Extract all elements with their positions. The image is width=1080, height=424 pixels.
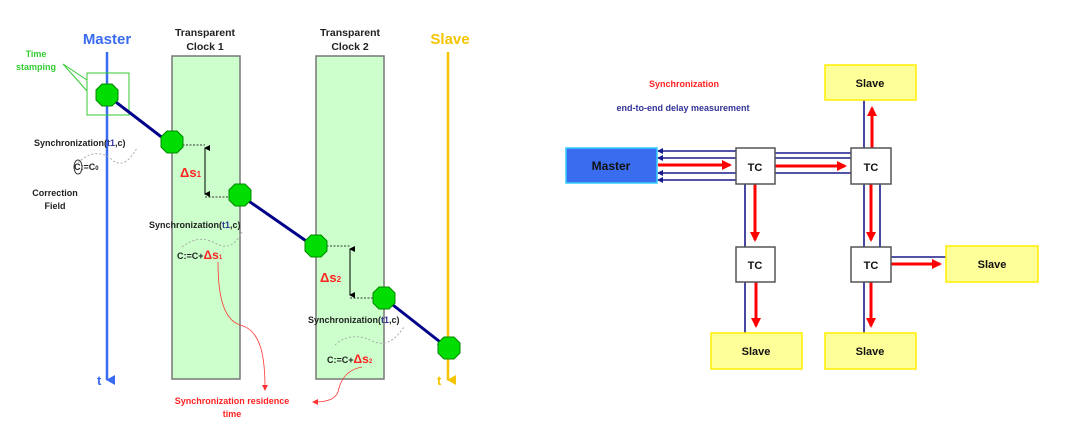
- message-master-to-tc1: [107, 94, 170, 144]
- link-tc4-slave-bottom-right: [863, 282, 876, 333]
- correction-init-label: C:=C0: [74, 162, 99, 172]
- node-tc1-ingress: [160, 130, 184, 154]
- residence-time-label-line2: time: [223, 409, 242, 419]
- link-master-tc1: [657, 148, 736, 183]
- tc1-title-line1: Transparent: [175, 27, 236, 39]
- legend-delay-measurement: end-to-end delay measurement: [616, 103, 749, 113]
- time-stamping-label-line1: Time: [26, 49, 47, 59]
- slave-node-bottom-left[interactable]: [710, 332, 803, 370]
- node-slave-receive: [437, 336, 461, 360]
- tc-node-1[interactable]: [735, 147, 776, 185]
- correction-update-2: C:=C+Δs2: [327, 352, 373, 366]
- delta-s2-label: Δs2: [320, 270, 342, 285]
- residence-time-label-line1: Synchronization residence: [175, 396, 290, 406]
- correction-squiggle-3: [334, 326, 405, 346]
- slave-node-bottom-left-label: Slave: [742, 346, 771, 358]
- left-timing-diagram: Master Transparent Clock 1 Transparent C…: [16, 27, 470, 419]
- timestamp-nodes: [95, 83, 461, 360]
- tc1-bar: [171, 55, 241, 380]
- link-tc1-tc3: [744, 184, 760, 247]
- slave-time-axis-label: t: [437, 373, 442, 388]
- tc2-bar: [315, 55, 385, 380]
- master-title: Master: [83, 31, 132, 48]
- time-stamp-callout: [62, 63, 88, 92]
- residence-pointer-1: [217, 261, 268, 391]
- master-node[interactable]: [565, 147, 658, 184]
- right-topology-diagram: Synchronization end-to-end delay measure…: [565, 64, 1039, 370]
- slave-node-right-label: Slave: [978, 259, 1007, 271]
- node-tc2-ingress: [304, 234, 328, 258]
- correction-field-label-line2: Field: [44, 201, 65, 211]
- link-tc4-slave-right: [891, 256, 946, 269]
- sync-message-label-1: Synchronization(t1,c): [34, 138, 126, 148]
- link-tc2-slave-top: [863, 100, 877, 148]
- sync-message-label-2: Synchronization(t1,c): [149, 220, 241, 230]
- message-tc2-to-slave: [383, 296, 446, 347]
- master-time-axis-label: t: [97, 373, 102, 388]
- correction-update-1: C:=C+Δs1: [177, 248, 223, 262]
- tc-node-4-label: TC: [864, 260, 879, 272]
- tc-node-3[interactable]: [735, 246, 776, 283]
- slave-node-top-label: Slave: [856, 78, 885, 90]
- residence-pointer-2: [312, 366, 363, 405]
- correction-squiggle-2: [181, 231, 243, 248]
- tc-node-2-label: TC: [864, 162, 879, 174]
- correction-field-marker: [73, 159, 83, 175]
- legend-synchronization: Synchronization: [649, 79, 719, 89]
- tc-node-4[interactable]: [850, 246, 892, 283]
- sync-message-label-3: Synchronization(t1,c): [308, 315, 400, 325]
- tc2-title-line2: Clock 2: [331, 41, 369, 53]
- time-stamping-label-line2: stamping: [16, 62, 56, 72]
- tc-node-3-label: TC: [748, 260, 763, 272]
- node-master-timestamp: [95, 83, 119, 107]
- correction-squiggle-1: [77, 147, 138, 164]
- tc-node-1-label: TC: [748, 162, 763, 174]
- correction-field-label-line1: Correction: [32, 188, 78, 198]
- node-tc2-egress: [372, 286, 396, 310]
- slave-node-top[interactable]: [824, 64, 917, 101]
- time-stamp-box: [86, 72, 130, 116]
- slave-node-right[interactable]: [945, 245, 1039, 283]
- tc2-title-line1: Transparent: [320, 27, 381, 39]
- slave-node-bottom-right-label: Slave: [856, 346, 885, 358]
- master-node-label: Master: [592, 159, 631, 173]
- slave-title: Slave: [430, 31, 469, 48]
- node-tc1-egress: [228, 183, 252, 207]
- link-tc1-tc2: [775, 152, 851, 174]
- slave-node-bottom-right[interactable]: [824, 332, 917, 370]
- message-tc1-to-tc2: [239, 193, 314, 247]
- tc1-title-line2: Clock 1: [186, 41, 224, 53]
- delta-s1-label: Δs1: [180, 165, 202, 180]
- tc-node-2[interactable]: [850, 147, 892, 185]
- link-tc3-slave-bottom-left: [744, 282, 761, 333]
- link-tc2-tc4: [863, 184, 881, 247]
